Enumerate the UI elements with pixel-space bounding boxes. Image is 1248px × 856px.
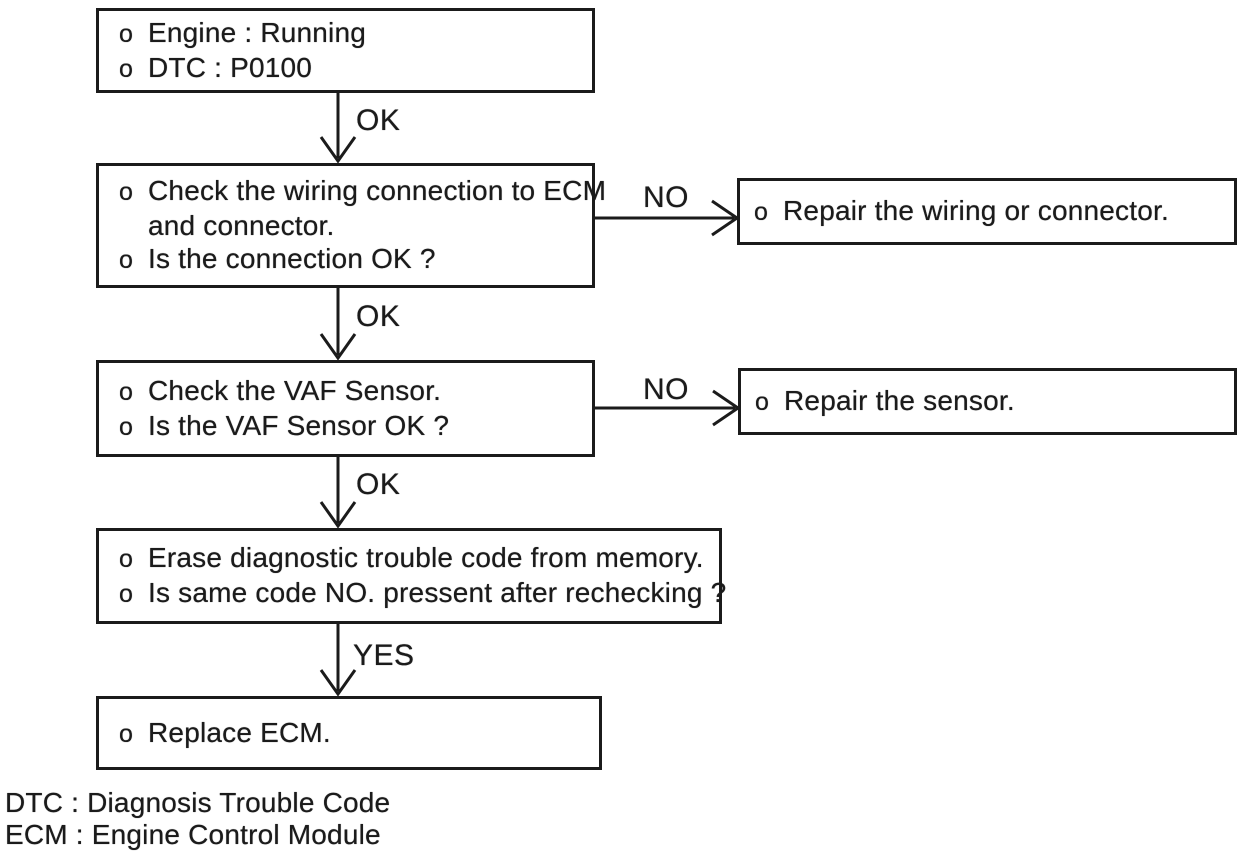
- bullet: o: [119, 246, 134, 274]
- node-line-text: Erase diagnostic trouble code from memor…: [148, 542, 704, 573]
- node-replace-ecm: o Replace ECM.: [96, 696, 602, 770]
- node-line-text: Check the VAF Sensor.: [148, 374, 442, 406]
- legend-line-dtc: DTC : Diagnosis Trouble Code: [5, 787, 391, 818]
- bullet: o: [119, 178, 134, 206]
- node-check-wiring: o Check the wiring connection to ECM and…: [96, 163, 606, 288]
- node-line-text: Is the VAF Sensor OK ?: [148, 409, 450, 441]
- node-line-text: Engine : Running: [148, 16, 367, 48]
- node-repair-wiring: o Repair the wiring or connector.: [737, 178, 1237, 245]
- node-line: o Repair the sensor.: [755, 384, 1226, 419]
- node-check-vaf-sensor: o Check the VAF Sensor. o Is the VAF Sen…: [96, 360, 595, 457]
- node-line-text: DTC : P0100: [148, 51, 313, 83]
- node-line-text: Is the connection OK ?: [148, 243, 436, 274]
- abbreviation-legend: DTC : Diagnosis Trouble Code ECM : Engin…: [5, 787, 390, 851]
- arrow-down-ok-1: [319, 93, 357, 164]
- edge-label-no-2: NO: [643, 373, 689, 406]
- edge-label-no-1: NO: [643, 181, 689, 214]
- edge-label-yes-1: YES: [353, 639, 415, 672]
- bullet: o: [119, 377, 134, 406]
- bullet: o: [119, 545, 134, 573]
- node-line-text: Is same code NO. pressent after rechecki…: [148, 577, 727, 608]
- node-line-text: and connector.: [148, 210, 335, 241]
- node-line: o Check the VAF Sensor.: [119, 374, 584, 409]
- bullet: o: [119, 54, 134, 83]
- bullet: o: [119, 19, 134, 48]
- node-repair-sensor: o Repair the sensor.: [738, 368, 1237, 435]
- arrow-down-ok-3: [319, 457, 357, 529]
- legend-line-ecm: ECM : Engine Control Module: [5, 819, 381, 850]
- bullet: o: [119, 580, 134, 608]
- bullet: o: [119, 719, 134, 748]
- node-line-text: Repair the sensor.: [784, 385, 1015, 416]
- node-line: o Check the wiring connection to ECM: [119, 174, 606, 209]
- arrow-down-ok-2: [319, 288, 357, 361]
- edge-label-ok-3: OK: [356, 468, 401, 501]
- bullet: o: [754, 198, 769, 226]
- node-erase-code: o Erase diagnostic trouble code from mem…: [96, 528, 726, 624]
- node-line-text: Check the wiring connection to ECM: [148, 175, 607, 206]
- node-line: o DTC : P0100: [119, 51, 584, 86]
- node-line: o Engine : Running: [119, 16, 584, 51]
- node-line: o Erase diagnostic trouble code from mem…: [119, 541, 711, 576]
- node-line-text: Replace ECM.: [148, 716, 331, 748]
- node-line: and connector.: [119, 209, 584, 242]
- edge-label-ok-2: OK: [356, 300, 401, 333]
- node-engine-dtc: o Engine : Running o DTC : P0100: [96, 8, 595, 93]
- node-line: o Repair the wiring or connector.: [754, 194, 1226, 229]
- edge-label-ok-1: OK: [356, 104, 401, 137]
- node-line: o Is same code NO. pressent after rechec…: [119, 576, 726, 611]
- arrow-down-yes-1: [319, 624, 357, 697]
- node-line-text: Repair the wiring or connector.: [783, 195, 1169, 226]
- bullet: o: [119, 412, 134, 441]
- node-line: o Is the VAF Sensor OK ?: [119, 409, 584, 444]
- node-line: o Replace ECM.: [119, 716, 591, 751]
- node-line: o Is the connection OK ?: [119, 242, 584, 277]
- bullet: o: [755, 388, 770, 416]
